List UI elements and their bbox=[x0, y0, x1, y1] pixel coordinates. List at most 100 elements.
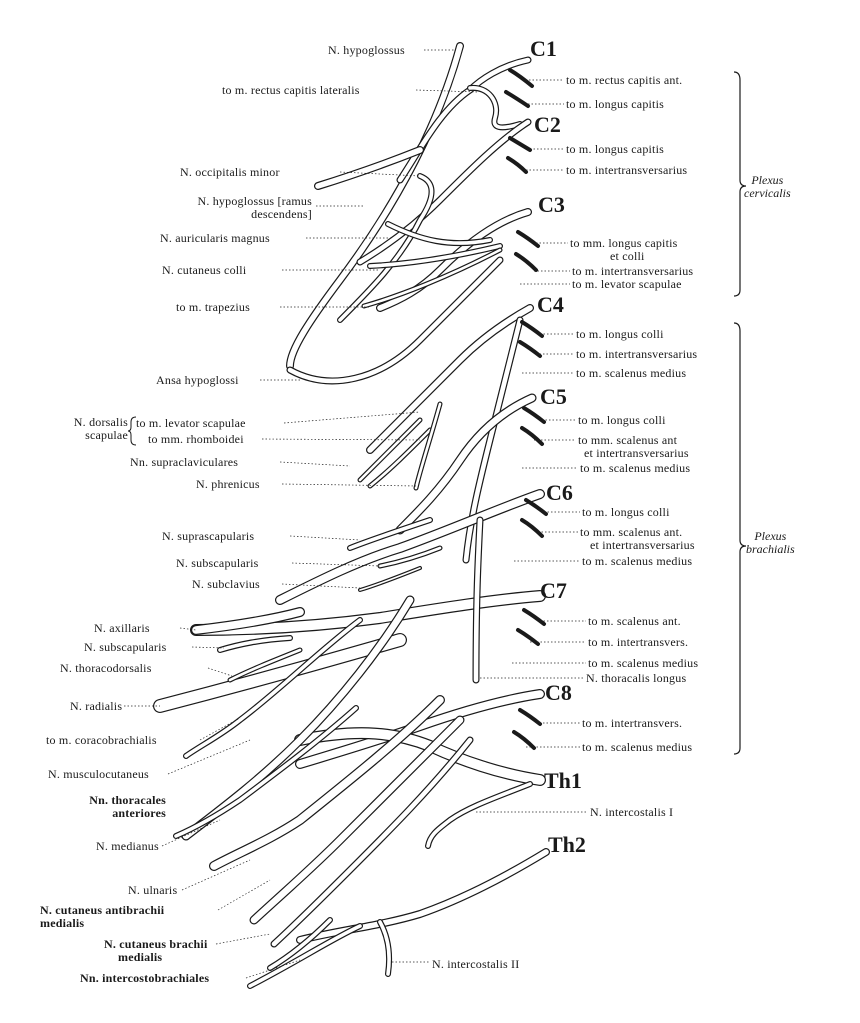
label-longus-capitis-colli: to mm. longus capitis et colli bbox=[570, 237, 678, 263]
root-label-th2: Th2 bbox=[548, 832, 586, 857]
label-scalenus-medius-1: to m. scalenus medius bbox=[576, 366, 687, 380]
label-antibrachii-line2: medialis bbox=[40, 916, 85, 930]
root-label-c8: C8 bbox=[545, 680, 572, 705]
leader-occipitalis-minor bbox=[339, 171, 421, 177]
c1-root-inner bbox=[397, 57, 531, 183]
muscular-twig-6 bbox=[520, 320, 544, 338]
label-intertransversarius-1: to m. intertransversarius bbox=[566, 163, 688, 177]
label-scalenus-medius-2: to m. scalenus medius bbox=[580, 461, 691, 475]
label-antibrachii-line1: N. cutaneus antibrachii bbox=[40, 903, 165, 917]
label-dorsalis-line1: N. dorsalis bbox=[73, 415, 128, 429]
muscular-twig-0 bbox=[508, 68, 534, 88]
muscular-twig-14 bbox=[518, 708, 542, 726]
label-thoracales-line1: Nn. thoracales bbox=[89, 793, 166, 807]
root-label-c2: C2 bbox=[534, 112, 561, 137]
label-trapezius: to m. trapezius bbox=[176, 300, 250, 314]
label-scal-ant-1-line2: et intertransversarius bbox=[584, 446, 689, 460]
label-scalenus-ant-2: to mm. scalenus ant. et intertransversar… bbox=[580, 526, 695, 552]
c5-root-inner bbox=[396, 394, 536, 534]
intercostobrachiales-inner bbox=[248, 924, 362, 988]
label-phrenicus: N. phrenicus bbox=[196, 477, 260, 491]
leader-thoracodorsalis bbox=[207, 667, 233, 677]
c1-loop-inner bbox=[468, 86, 522, 130]
label-hypoglossus: N. hypoglossus bbox=[328, 43, 405, 57]
coracobrachialis-inner bbox=[184, 618, 362, 758]
label-longus-capitis-2: to m. longus capitis bbox=[566, 142, 664, 156]
phrenicus-inner bbox=[414, 402, 442, 490]
label-rhomboidei: to mm. rhomboidei bbox=[148, 432, 244, 446]
label-ulnaris: N. ulnaris bbox=[128, 883, 178, 897]
label-intertransversarius-3: to m. intertransversarius bbox=[576, 347, 698, 361]
ansa-loop-inner bbox=[287, 257, 503, 384]
label-cutaneus-antibrachii: N. cutaneus antibrachii medialis bbox=[40, 904, 164, 930]
label-thoracodorsalis: N. thoracodorsalis bbox=[60, 661, 152, 675]
medianus-inner bbox=[210, 696, 444, 870]
leader-phrenicus bbox=[281, 483, 417, 487]
root-label-th1: Th1 bbox=[544, 768, 582, 793]
root-label-c1: C1 bbox=[530, 36, 557, 61]
label-subscapularis: N. subscapularis bbox=[176, 556, 259, 570]
plexus-brachialis-line2: brachialis bbox=[746, 542, 795, 556]
label-cutaneus-colli: N. cutaneus colli bbox=[162, 263, 247, 277]
c4-root-inner bbox=[367, 305, 533, 453]
plexus-cervicalis-line2: cervicalis bbox=[744, 186, 791, 200]
muscular-twig-3 bbox=[506, 156, 528, 174]
label-intercostobrachiales: Nn. intercostobrachiales bbox=[80, 971, 210, 985]
root-label-c4: C4 bbox=[537, 292, 564, 317]
muscular-twig-13 bbox=[516, 628, 540, 646]
leader-antibrachii bbox=[217, 879, 271, 911]
label-axillaris: N. axillaris bbox=[94, 621, 150, 635]
leader-brachii bbox=[215, 933, 271, 945]
ulnaris-inner bbox=[250, 716, 464, 924]
label-subscapularis-2: N. subscapularis bbox=[84, 640, 167, 654]
label-longus-colli-3: to m. longus colli bbox=[582, 505, 670, 519]
label-rectus-capitis-ant: to m. rectus capitis ant. bbox=[566, 73, 683, 87]
label-coracobrachialis: to m. coracobrachialis bbox=[46, 733, 157, 747]
label-scalenus-ant-3: to m. scalenus ant. bbox=[588, 614, 681, 628]
c7-root-inner bbox=[191, 591, 545, 635]
muscular-twig-4 bbox=[516, 230, 540, 248]
root-label-c6: C6 bbox=[546, 480, 573, 505]
label-longus-capitis-1: to m. longus capitis bbox=[566, 97, 664, 111]
intercostalis-1-inner bbox=[426, 782, 532, 848]
brachii-medialis-inner bbox=[268, 918, 332, 970]
leader-suprascap bbox=[289, 535, 361, 541]
label-brachii-line2: medialis bbox=[118, 950, 163, 964]
brachial-plexus-brace bbox=[733, 322, 747, 755]
c2-root-inner bbox=[357, 119, 531, 265]
label-suprascapularis: N. suprascapularis bbox=[162, 529, 255, 543]
label-hypoglossus-ramus-line1: N. hypoglossus [ramus bbox=[197, 194, 312, 208]
thoracodorsalis-inner bbox=[228, 648, 302, 682]
dorsalis-scapulae-brace bbox=[128, 416, 137, 446]
axillaris-inner bbox=[192, 608, 304, 634]
leader-subscap bbox=[291, 562, 381, 567]
muscular-twig-7 bbox=[518, 340, 542, 358]
thoracales-anteriores-inner bbox=[174, 706, 358, 838]
muscular-twig-8 bbox=[522, 406, 546, 424]
intercostalis-2-inner bbox=[378, 920, 391, 976]
hypoglossus-descendens-inner bbox=[315, 147, 423, 189]
hypoglossus-nerve-inner bbox=[287, 43, 463, 369]
label-scal-ant-2-line1: to mm. scalenus ant. bbox=[580, 525, 683, 539]
muscular-twig-2 bbox=[508, 136, 532, 152]
trapezius-branch-inner bbox=[362, 248, 502, 308]
subclavius-inner bbox=[359, 567, 421, 591]
label-intercostalis-2: N. intercostalis II bbox=[432, 957, 520, 971]
label-intertransversarius-2: to m. intertransversarius bbox=[572, 264, 694, 278]
label-longus-cap-colli-line1: to mm. longus capitis bbox=[570, 236, 678, 250]
label-hypoglossus-ramus: N. hypoglossus [ramus descendens] bbox=[152, 195, 312, 221]
leader-musculocut bbox=[167, 739, 251, 775]
label-rectus-lateralis: to m. rectus capitis lateralis bbox=[222, 83, 360, 97]
label-scal-ant-2-line2: et intertransversarius bbox=[590, 538, 695, 552]
label-intertransvers-5: to m. intertransvers. bbox=[582, 716, 683, 730]
c6-root-inner bbox=[276, 490, 544, 604]
leader-rhomboidei bbox=[261, 438, 421, 441]
plexus-brachialis-line1: Plexus bbox=[754, 529, 787, 543]
label-scalenus-medius-5: to m. scalenus medius bbox=[582, 740, 693, 754]
cutaneus-colli-inner bbox=[368, 244, 502, 268]
leader-axillaris bbox=[179, 627, 197, 631]
label-dorsalis-scapulae: N. dorsalis scapulae bbox=[50, 416, 128, 442]
label-cutaneus-brachii: N. cutaneus brachii medialis bbox=[104, 938, 207, 964]
muscular-twig-12 bbox=[522, 608, 546, 626]
leader-subclavius bbox=[281, 583, 361, 589]
